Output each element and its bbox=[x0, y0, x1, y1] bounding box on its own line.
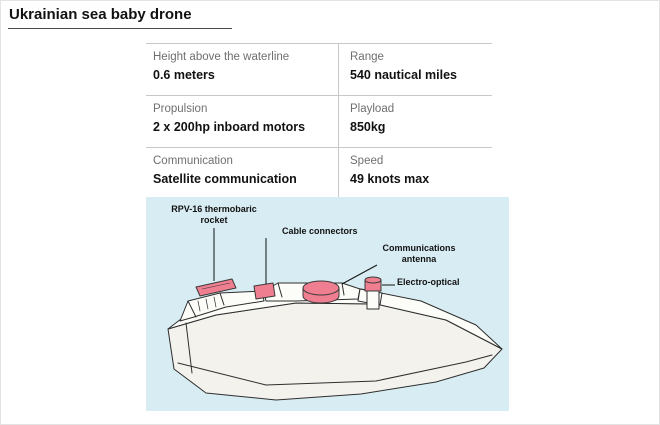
chine-line bbox=[177, 354, 493, 386]
spec-row: Propulsion 2 x 200hp inboard motors Play… bbox=[146, 95, 492, 147]
spec-value: 2 x 200hp inboard motors bbox=[153, 120, 306, 134]
rocket-launcher-highlight bbox=[195, 278, 237, 297]
page-title: Ukrainian sea baby drone bbox=[9, 6, 192, 23]
electro-optical-mast bbox=[366, 290, 380, 310]
label-electro-optical: Electro-optical bbox=[397, 277, 460, 287]
drone-diagram: RPV-16 thermobaric rocket Cable connecto… bbox=[146, 197, 509, 411]
spec-range: Range 540 nautical miles bbox=[338, 44, 492, 95]
spec-speed: Speed 49 knots max bbox=[338, 148, 492, 199]
antenna-leader-line bbox=[341, 264, 378, 285]
spec-label: Communication bbox=[153, 155, 233, 167]
antenna-dome-top bbox=[302, 280, 340, 296]
title-underline bbox=[8, 28, 232, 29]
label-cable-connectors: Cable connectors bbox=[282, 226, 358, 236]
electro-optical-top bbox=[364, 276, 382, 284]
leader-lines bbox=[213, 228, 395, 286]
label-communications-antenna: Communications antenna bbox=[382, 243, 456, 264]
cable-connectors-highlight bbox=[253, 282, 276, 300]
spec-label: Range bbox=[350, 51, 384, 63]
spec-communication: Communication Satellite communication bbox=[146, 148, 338, 199]
spec-label: Propulsion bbox=[153, 103, 208, 115]
spec-row: Communication Satellite communication Sp… bbox=[146, 147, 492, 199]
spec-payload: Playload 850kg bbox=[338, 96, 492, 147]
spec-value: 540 nautical miles bbox=[350, 68, 458, 82]
spec-value: 850kg bbox=[350, 120, 386, 134]
sea-drone-illustration bbox=[167, 228, 503, 401]
spec-propulsion: Propulsion 2 x 200hp inboard motors bbox=[146, 96, 338, 147]
stern-facet bbox=[185, 322, 193, 374]
spec-label: Playload bbox=[350, 103, 395, 115]
spec-label: Height above the waterline bbox=[153, 51, 290, 63]
spec-value: 0.6 meters bbox=[153, 68, 215, 82]
spec-value: Satellite communication bbox=[153, 172, 297, 186]
label-rpv16-rocket: RPV-16 thermobaric rocket bbox=[171, 204, 257, 225]
spec-table: Height above the waterline 0.6 meters Ra… bbox=[146, 43, 492, 199]
spec-height: Height above the waterline 0.6 meters bbox=[146, 44, 338, 95]
spec-label: Speed bbox=[350, 155, 384, 167]
spec-row: Height above the waterline 0.6 meters Ra… bbox=[146, 43, 492, 95]
spec-value: 49 knots max bbox=[350, 172, 430, 186]
